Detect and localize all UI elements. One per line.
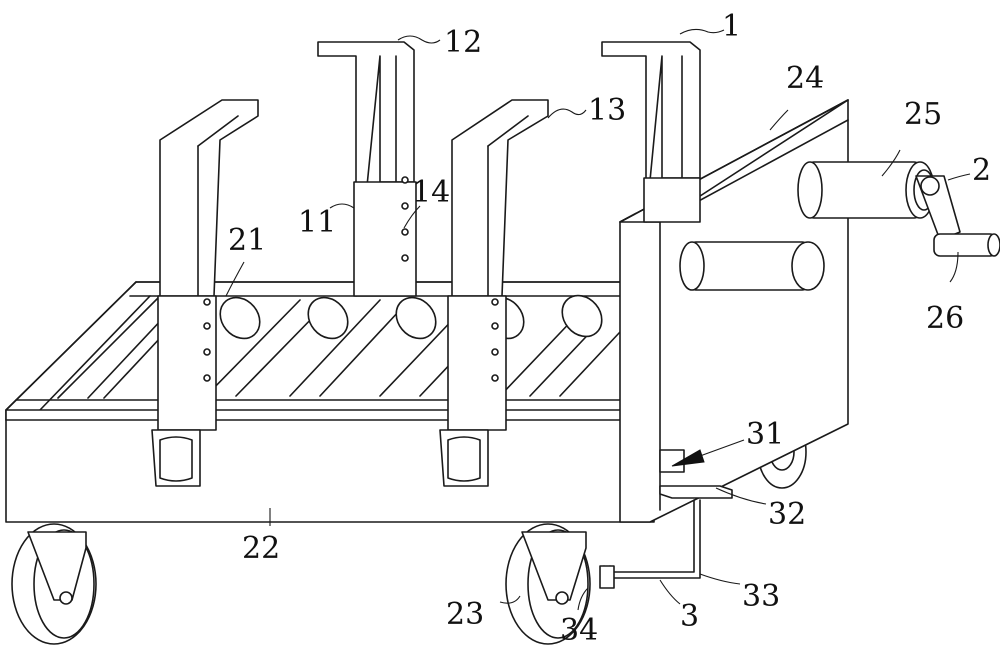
pedal-32 xyxy=(659,485,733,499)
label-31: 31 xyxy=(746,417,784,452)
label-21: 21 xyxy=(228,223,266,258)
label-13: 13 xyxy=(588,93,626,128)
label-2: 2 xyxy=(972,153,991,188)
label-3: 3 xyxy=(680,599,699,634)
upright-right-front-13 xyxy=(439,99,549,487)
label-26: 26 xyxy=(926,301,964,336)
winding-drum-25 xyxy=(797,161,935,219)
upright-left-front xyxy=(151,99,259,487)
label-14: 14 xyxy=(412,175,450,210)
brake-rod-3 xyxy=(599,499,701,589)
label-34: 34 xyxy=(560,613,598,648)
arrow-31 xyxy=(671,449,705,467)
cart-frame-22 xyxy=(5,281,655,523)
label-24: 24 xyxy=(786,61,824,96)
label-33: 33 xyxy=(742,579,780,614)
upright-left-rear-12 xyxy=(317,41,417,297)
reference-labels: 1 12 13 24 25 2 14 11 21 26 31 32 22 33 … xyxy=(228,9,991,648)
leader-lines xyxy=(225,28,971,611)
crank-2 xyxy=(915,175,961,241)
handle-26 xyxy=(933,233,1000,257)
front-wheel-right-23 xyxy=(505,523,591,645)
label-1: 1 xyxy=(722,9,741,44)
label-11: 11 xyxy=(298,205,336,240)
side-plate-roller xyxy=(679,241,825,291)
front-wheel-left xyxy=(11,523,97,645)
label-32: 32 xyxy=(768,497,806,532)
label-12: 12 xyxy=(444,25,482,60)
label-23: 23 xyxy=(446,597,484,632)
label-22: 22 xyxy=(242,531,280,566)
upright-right-rear-1 xyxy=(601,41,701,223)
label-25: 25 xyxy=(904,97,942,132)
